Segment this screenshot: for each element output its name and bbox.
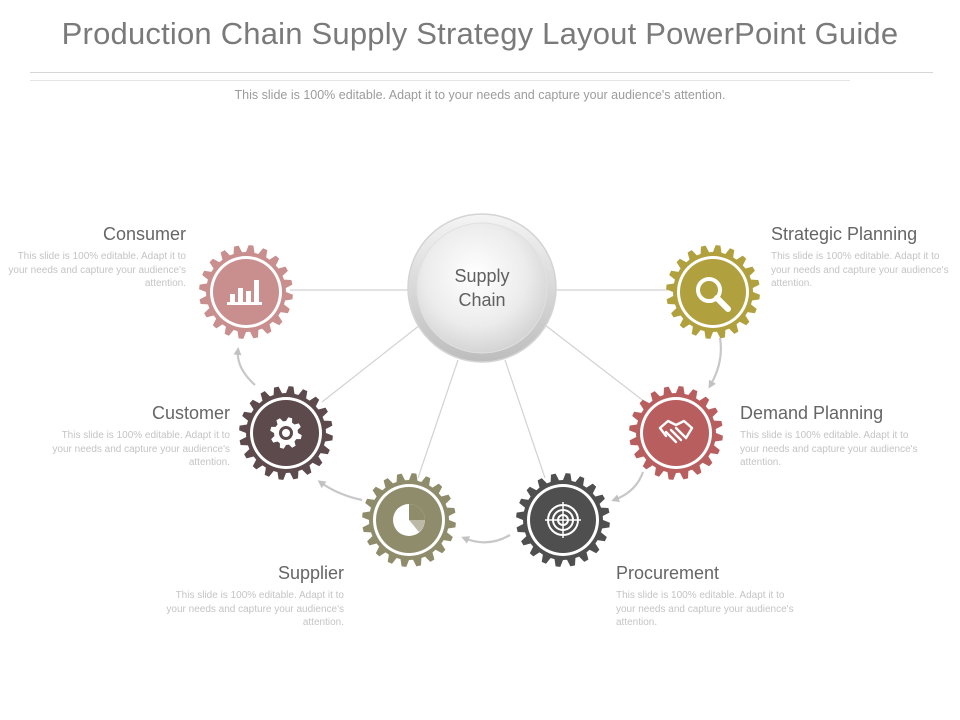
customer-description: This slide is 100% editable. Adapt it to… (52, 430, 230, 469)
handshake-icon (658, 419, 694, 444)
arrow-customer-to-consumer (233, 347, 256, 386)
demand-planning-description: This slide is 100% editable. Adapt it to… (740, 430, 918, 469)
hub-circle (407, 213, 557, 363)
demand-planning-label: Demand Planning (740, 403, 884, 423)
title-divider (30, 72, 933, 73)
connector-customer (321, 324, 421, 403)
strategic-planning-label: Strategic Planning (771, 224, 918, 244)
consumer-label: Consumer (102, 224, 186, 244)
slide-subtitle: This slide is 100% editable. Adapt it to… (234, 88, 726, 102)
bar-chart-icon (227, 280, 262, 305)
gear-strategic-face (680, 259, 746, 325)
gear-demand-face (643, 400, 709, 466)
target-icon (545, 502, 581, 538)
arrow-demand-to-procurement (611, 471, 645, 503)
hub-label-line1: Supply (454, 266, 510, 286)
customer-label: Customer (151, 403, 230, 423)
supplier-description: This slide is 100% editable. Adapt it to… (166, 590, 344, 629)
hub-label: Supply Chain (420, 264, 544, 312)
connector-supplier (417, 359, 459, 479)
gear-icon (270, 417, 302, 449)
title-divider-secondary (30, 80, 850, 81)
procurement-description: This slide is 100% editable. Adapt it to… (616, 590, 794, 629)
strategic-planning-description: This slide is 100% editable. Adapt it to… (771, 251, 949, 290)
gear-strategic (666, 245, 760, 339)
pie-chart-icon (393, 504, 425, 536)
gear-demand (629, 386, 723, 480)
supplier-label: Supplier (277, 563, 344, 583)
magnifier-icon (696, 277, 731, 312)
consumer-description: This slide is 100% editable. Adapt it to… (8, 251, 186, 290)
arrow-supplier-to-customer (317, 480, 363, 502)
procurement-label: Procurement (616, 563, 720, 583)
flow-arrows (233, 337, 722, 544)
connector-demand (544, 324, 646, 403)
slide-title: Production Chain Supply Strategy Layout … (61, 16, 899, 51)
hub-label-line2: Chain (458, 290, 506, 310)
connector-procurement (504, 359, 546, 479)
hub-connectors (290, 289, 668, 479)
arrow-strategic-to-demand (708, 337, 722, 389)
arrow-procurement-to-supplier (461, 534, 511, 544)
